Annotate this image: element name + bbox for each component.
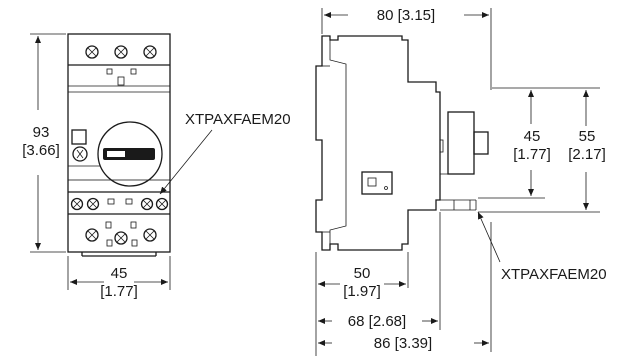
bottom-terminal-screws-upper [70,197,169,211]
front-width-mm: 45 [111,265,128,282]
side-accessory-leader [477,211,501,263]
front-width-in: [1.77] [100,283,138,300]
depth-86-label: 86 [3.39] [374,335,432,352]
rotary-handle [97,121,163,187]
side-view [315,8,600,356]
top-terminal-screws [85,45,157,59]
front-height-mm: 93 [33,124,50,141]
depth-50-in: [1.97] [343,283,381,300]
front-body-outline [67,33,171,253]
depth-50-mm: 50 [354,265,371,282]
rail-45-in: [1.77] [513,146,551,163]
din-rail-clip [440,111,489,211]
rail-55-mm: 55 [579,128,596,145]
test-button-icon [72,146,88,162]
status-indicator [71,129,87,145]
bottom-terminal-screws-lower [85,228,157,245]
front-height-in: [3.66] [22,142,60,159]
depth-80-label: 80 [3.15] [377,7,435,24]
depth-68-label: 68 [2.68] [348,313,406,330]
side-label-window [361,171,393,195]
front-accessory-leader [159,129,213,195]
rail-45-mm: 45 [524,128,541,145]
front-accessory-label: XTPAXFAEM20 [185,111,291,128]
side-body-outline [315,35,441,251]
front-view [30,33,213,290]
side-accessory-label: XTPAXFAEM20 [501,266,607,283]
rail-55-in: [2.17] [568,146,606,163]
